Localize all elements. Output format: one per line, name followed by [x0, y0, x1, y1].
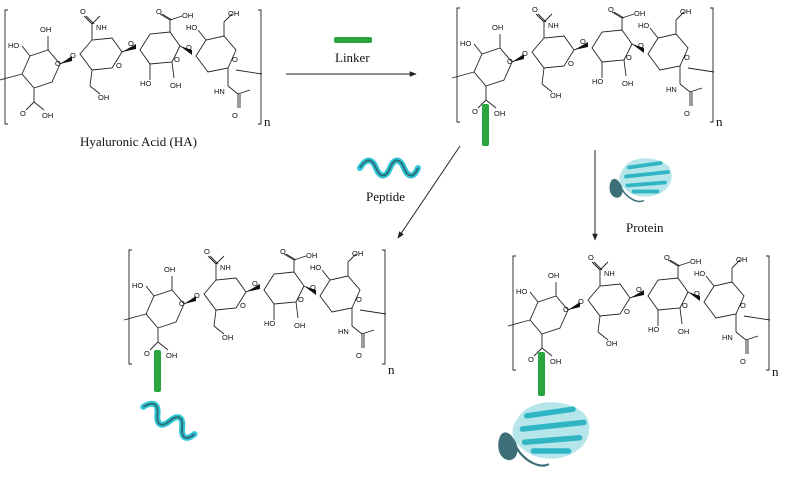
linker-chain [538, 352, 545, 396]
repeat-n-label: n [264, 114, 271, 129]
linker-label: Linker [335, 50, 370, 65]
linker-glyph [334, 37, 372, 43]
ha-structure: n [0, 7, 271, 129]
repeat-n-label: n [716, 114, 723, 129]
repeat-n-label: n [772, 364, 779, 379]
arrow-peptide [397, 145, 461, 239]
ha-label: Hyaluronic Acid (HA) [80, 134, 197, 149]
ha-linker-structure: n [451, 5, 723, 146]
ha-peptide-conjugate: n [123, 247, 395, 441]
linker-chain [154, 350, 161, 392]
repeat-n-label: n [388, 362, 395, 377]
ha-protein-conjugate: n [507, 253, 779, 396]
protein-label: Protein [626, 220, 664, 235]
peptide-glyph [360, 161, 418, 176]
linker-chain [482, 104, 489, 146]
protein-conjugated [498, 402, 589, 465]
peptide-label: Peptide [366, 189, 405, 204]
protein-glyph [607, 156, 674, 204]
peptide-helix [140, 400, 198, 440]
